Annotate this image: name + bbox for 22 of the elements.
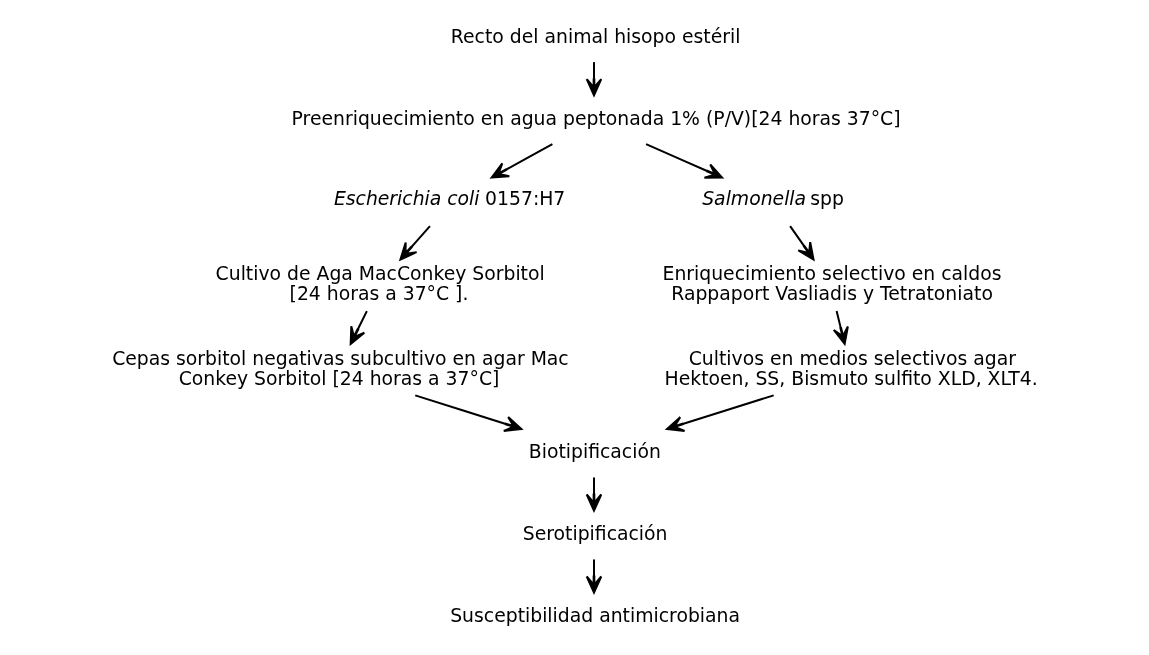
node-text: Cultivo de Aga MacConkey Sorbitol [24 horas a 37°C ]. bbox=[215, 263, 545, 305]
arrow bbox=[666, 394, 774, 432]
arrow bbox=[585, 62, 603, 97]
node-text: Salmonella spp bbox=[702, 188, 844, 210]
arrow bbox=[585, 559, 603, 594]
node-text: Susceptibilidad antimicrobiana bbox=[450, 605, 740, 627]
node-text: Recto del animal hisopo estéril bbox=[450, 25, 741, 47]
node-text: Cultivos en medios selectivos agar Hektoen, SS, Bismuto sulfito XLD, XLT4. bbox=[664, 347, 1038, 389]
node-text: Serotipificación bbox=[522, 523, 668, 545]
node-text: Enriquecimiento selectivo en caldos Rappaport Vasliadis y Tetratoniato bbox=[662, 263, 1002, 305]
arrow bbox=[832, 310, 849, 345]
node-text: Biotipificación bbox=[528, 441, 661, 463]
node-text: Cepas sorbitol negativas subcultivo en agar Mac Conkey Sorbitol [24 horas a 37°C] bbox=[112, 347, 569, 389]
arrow bbox=[645, 143, 724, 179]
arrow bbox=[399, 225, 431, 261]
node-text: Escherichia coli 0157:H7 bbox=[333, 188, 566, 210]
arrow bbox=[490, 143, 553, 179]
node-text: Preenriquecimiento en agua peptonada 1% (P/V)[24 horas 37°C] bbox=[291, 107, 901, 129]
arrow bbox=[349, 310, 368, 345]
arrow bbox=[585, 477, 603, 512]
arrow bbox=[414, 394, 523, 432]
arrow bbox=[789, 225, 815, 261]
